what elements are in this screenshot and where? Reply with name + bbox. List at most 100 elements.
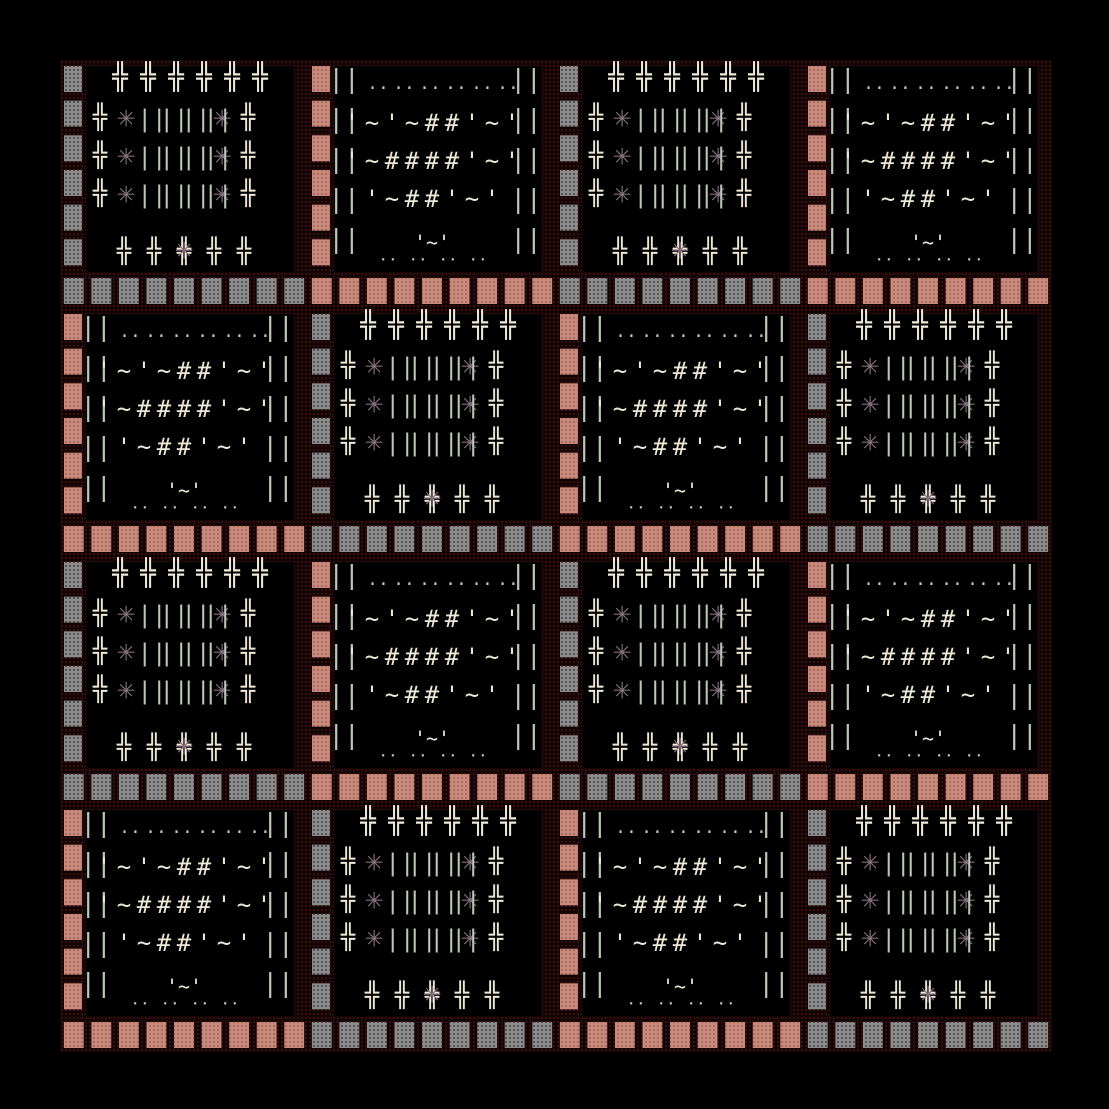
word-glyph: ~: [733, 357, 747, 385]
dot-glyph: ..: [993, 73, 1015, 94]
cross-glyph: ╬: [116, 732, 132, 762]
pink-border-bottom: [63, 526, 84, 552]
pattern-layer: ╬╬╬╬╬╬╬╬✳✳╬╬✳✳╬╬✳✳||||||||||||||||||||||…: [60, 60, 1052, 1052]
dot-glyph: ..: [993, 569, 1015, 590]
grey-border-bottom: [807, 1022, 828, 1048]
grey-border-left: [64, 66, 82, 92]
dot-glyph: ..: [445, 73, 467, 94]
word-glyph: ~: [385, 681, 399, 709]
cross-glyph: ╬: [251, 557, 269, 589]
dot-glyph: ..: [667, 321, 689, 342]
cross-glyph: ╬: [736, 598, 752, 628]
pink-border-bottom: [725, 1022, 746, 1048]
dot-glyph: ..: [686, 494, 705, 513]
bar-glyph: ||: [824, 641, 855, 671]
pink-border-left: [808, 562, 826, 588]
cross-glyph: ╬: [340, 846, 356, 876]
cross-glyph: ╬: [499, 805, 517, 837]
pink-border-left: [560, 383, 578, 410]
word-glyph: #: [921, 605, 936, 633]
grey-border-left: [560, 596, 578, 623]
pink-border-bottom: [118, 526, 139, 552]
bar-glyph: ||: [160, 677, 189, 705]
bar-glyph: ||: [328, 185, 359, 215]
dot-glyph: ..: [223, 321, 245, 342]
pink-border-left: [64, 314, 82, 340]
bar-glyph: ||: [758, 473, 789, 503]
bar-glyph: ||: [904, 849, 933, 877]
cross-glyph: ╬: [206, 732, 222, 762]
grey-border-left: [312, 383, 330, 410]
grey-border-bottom: [146, 278, 167, 304]
pink-border-bottom: [587, 1022, 608, 1048]
dot-glyph: ..: [716, 990, 735, 1009]
dot-glyph: ..: [626, 990, 645, 1009]
cross-glyph: ╬: [836, 922, 852, 952]
cross-glyph: ╬: [736, 178, 752, 208]
pink-border-left: [808, 735, 826, 762]
grey-border-left: [560, 204, 578, 231]
bar-glyph: ||: [386, 849, 415, 877]
cross-glyph: ╬: [394, 980, 410, 1010]
cross-glyph: ╬: [223, 557, 241, 589]
dot-glyph: ..: [419, 73, 441, 94]
word-glyph: ~: [137, 929, 151, 957]
bar-glyph: ||: [510, 145, 541, 175]
tilde-glyph: '~': [166, 479, 202, 503]
cross-glyph: ╬: [747, 557, 765, 589]
dot-glyph: ..: [693, 321, 715, 342]
tilde-glyph: '~': [662, 975, 698, 999]
bar-glyph: ||: [328, 105, 359, 135]
dot-glyph: ..: [693, 817, 715, 838]
cross-glyph: ╬: [702, 236, 718, 266]
bar-glyph: ||: [510, 681, 541, 711]
pink-border-left: [312, 735, 330, 762]
pink-border-bottom: [862, 774, 883, 800]
pink-border-left: [64, 844, 82, 871]
word-glyph: #: [197, 853, 212, 881]
dot-glyph: ..: [367, 569, 389, 590]
cross-glyph: ╬: [984, 426, 1000, 456]
cross-glyph: ╬: [950, 980, 966, 1010]
word-glyph: #: [693, 357, 708, 385]
word-glyph: #: [653, 433, 668, 461]
word-glyph: ': [485, 185, 499, 213]
pink-border-bottom: [780, 1022, 801, 1048]
grey-border-left: [560, 562, 578, 588]
cross-glyph: ╬: [612, 236, 628, 266]
star-glyph: ✳: [175, 232, 193, 267]
dot-glyph: ..: [656, 990, 675, 1009]
word-glyph: ': [1001, 109, 1015, 137]
cross-glyph: ╬: [236, 732, 252, 762]
cross-glyph: ╬: [939, 309, 957, 341]
pink-border-left: [808, 170, 826, 196]
cross-glyph: ╬: [920, 980, 936, 1010]
tilde-glyph: '~': [662, 479, 698, 503]
word-glyph: ': [97, 395, 111, 423]
grey-border-left: [64, 562, 82, 588]
dot-glyph: ..: [667, 817, 689, 838]
word-glyph: ~: [485, 643, 499, 671]
cross-glyph: ╬: [588, 598, 604, 628]
word-glyph: #: [693, 395, 708, 423]
cross-glyph: ╬: [995, 805, 1013, 837]
pink-border-left: [808, 100, 826, 127]
bar-glyph: ||: [386, 887, 415, 915]
tile-center: [334, 562, 542, 768]
word-glyph: ': [117, 433, 131, 461]
bar-glyph: ||: [262, 929, 293, 959]
cross-glyph: ╬: [223, 61, 241, 93]
bar-glyph: ||: [824, 721, 855, 751]
bar-glyph: ||: [824, 105, 855, 135]
grey-border-left: [312, 314, 330, 340]
star-glyph: ✳: [613, 176, 631, 211]
pink-border-left: [64, 348, 82, 375]
dot-glyph: ..: [438, 246, 457, 265]
cross-glyph: ╬: [950, 484, 966, 514]
grey-border-bottom: [752, 774, 773, 800]
cross-glyph: ╬: [146, 236, 162, 266]
bar-glyph: ||: [948, 849, 977, 877]
word-glyph: ': [345, 147, 359, 175]
